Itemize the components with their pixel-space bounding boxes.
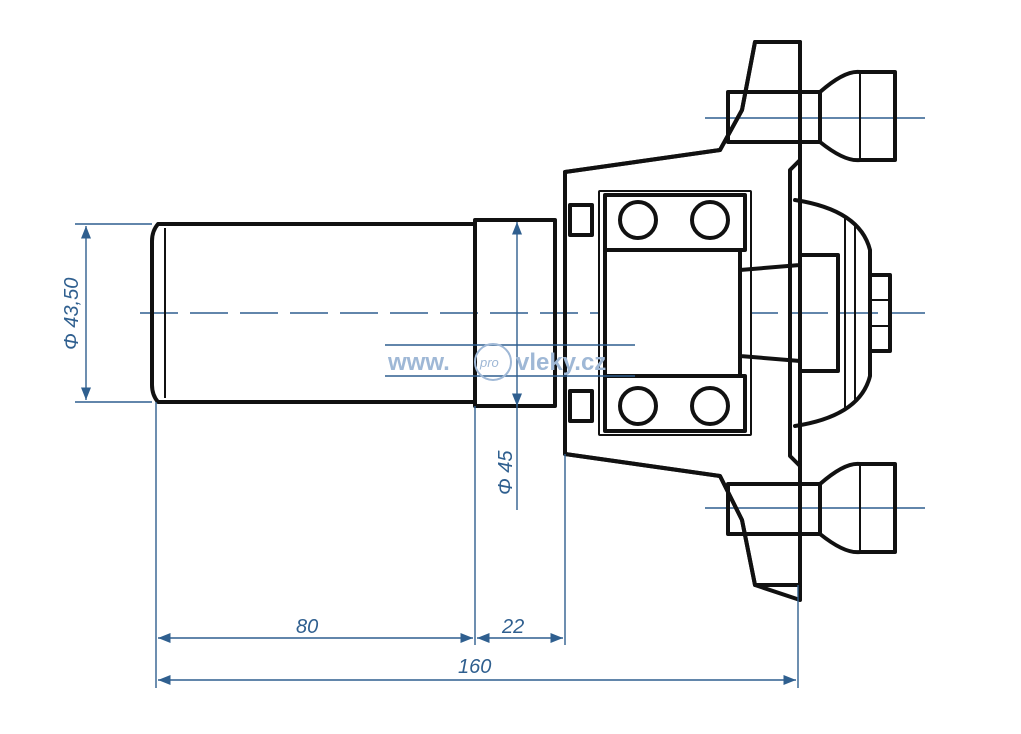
axle-nut <box>868 273 892 353</box>
dimension-shaft-diameter: Φ 43,50 <box>61 223 152 403</box>
seal-bottom <box>568 389 594 423</box>
watermark: www. pro vleky.cz <box>385 343 635 381</box>
axle-shaft <box>150 222 477 404</box>
bearing-bottom <box>603 374 747 433</box>
wheel-bolt-bottom <box>726 461 897 555</box>
dimension-label-length-shaft: 80 <box>296 616 318 638</box>
dimension-length-total: 160 <box>158 656 796 686</box>
dimension-label-length-collar: 22 <box>501 616 524 638</box>
dimension-length-collar: 22 <box>477 616 563 644</box>
watermark-badge-icon <box>474 343 512 381</box>
dimension-label-length-total: 160 <box>458 656 491 678</box>
watermark-left: www. <box>387 349 450 376</box>
watermark-right: vleky.cz <box>516 349 606 376</box>
dimension-length-shaft: 80 <box>158 616 473 644</box>
dimension-collar-diameter: Φ 45 <box>495 222 523 510</box>
seal-top <box>568 203 594 237</box>
wheel-bolt-top <box>726 69 897 163</box>
watermark-badge: pro <box>479 355 499 370</box>
dimension-label-shaft-diameter: Φ 43,50 <box>61 278 83 350</box>
axle-collar <box>473 218 557 408</box>
hub-body <box>563 40 802 602</box>
dimension-label-collar-diameter: Φ 45 <box>495 450 517 495</box>
bearing-top <box>603 193 747 252</box>
